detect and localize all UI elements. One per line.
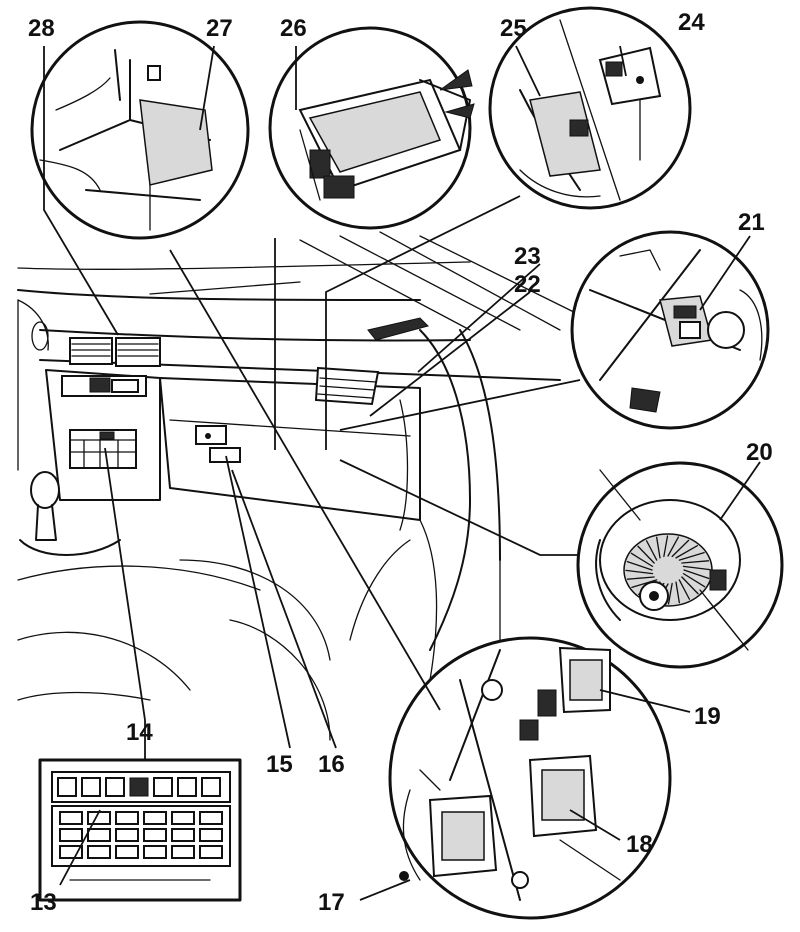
fan-blade <box>681 560 710 564</box>
callout-17: 17 <box>318 889 345 916</box>
callout-24: 24 <box>678 9 705 36</box>
fan-blade <box>683 569 710 580</box>
gear-shifter <box>19 471 121 556</box>
callout-28: 28 <box>28 15 55 42</box>
panel-switch <box>199 845 223 859</box>
callout-15: 15 <box>266 751 293 778</box>
callout-13: 13 <box>30 889 57 916</box>
fan-blade <box>675 545 698 559</box>
fan-blade <box>678 579 691 600</box>
panel-switch <box>199 828 223 842</box>
panel-switch <box>171 828 195 842</box>
fan-blade <box>675 581 680 604</box>
dashboard-scene <box>17 231 591 741</box>
callout-18: 18 <box>626 831 653 858</box>
panel-switch <box>59 828 83 842</box>
panel-switch <box>171 811 195 825</box>
callout-14: 14 <box>126 719 153 746</box>
panel-switch <box>87 845 111 859</box>
fan-blade <box>626 576 655 580</box>
panel-switch <box>59 811 83 825</box>
fan-blade <box>681 576 699 595</box>
panel-switch <box>143 845 167 859</box>
panel-switch <box>143 828 167 842</box>
panel-switch <box>115 828 139 842</box>
fan-blade <box>626 560 653 571</box>
blower-fan-blades <box>625 535 711 605</box>
panel-switch <box>59 845 83 859</box>
panel-button <box>81 777 101 797</box>
callout-21: 21 <box>738 209 765 236</box>
panel-switch <box>87 828 111 842</box>
panel-button <box>57 777 77 797</box>
leader-lines <box>43 45 761 901</box>
fan-blade <box>637 545 655 564</box>
callout-23: 23 <box>514 243 541 270</box>
callout-22: 22 <box>514 271 541 298</box>
glovebox-handle <box>195 425 241 463</box>
callout-20: 20 <box>746 439 773 466</box>
fan-blade <box>682 565 711 571</box>
fan-blade <box>667 582 673 605</box>
panel-switch <box>115 845 139 859</box>
fan-blade <box>656 536 661 559</box>
fan-blade <box>625 569 654 575</box>
callout-16: 16 <box>318 751 345 778</box>
fan-blade <box>678 552 705 561</box>
detail-circle-26 <box>268 26 475 230</box>
detail-circle-27-28 <box>30 20 250 240</box>
center-vent-left <box>69 337 113 365</box>
switch-grid <box>57 777 223 859</box>
callout-26: 26 <box>280 15 307 42</box>
fan-blade <box>663 535 669 558</box>
fan-blade <box>645 540 658 561</box>
fan-blade <box>667 536 680 557</box>
panel-switch <box>143 811 167 825</box>
center-vent-right <box>115 337 161 367</box>
panel-switch <box>115 811 139 825</box>
detail-circle-17-18-19 <box>388 636 672 920</box>
callout-labels: 28 27 26 25 24 21 23 22 20 19 18 17 16 1… <box>28 9 773 916</box>
fan-blade <box>671 539 690 558</box>
detail-circle-21 <box>570 230 770 430</box>
panel-switch <box>87 811 111 825</box>
panel-button <box>105 777 125 797</box>
panel-button <box>129 777 149 797</box>
detail-box-13-14 <box>38 758 242 902</box>
panel-switch <box>171 845 195 859</box>
callout-25: 25 <box>500 15 527 42</box>
detail-circle-20 <box>576 461 784 669</box>
panel-button <box>153 777 173 797</box>
fan-blade <box>630 552 654 568</box>
detail-circle-24-25 <box>488 6 692 210</box>
callout-27: 27 <box>206 15 233 42</box>
right-dash-vent <box>314 366 380 406</box>
panel-switch <box>199 811 223 825</box>
panel-button <box>201 777 221 797</box>
panel-button <box>177 777 197 797</box>
fan-blade <box>682 572 706 588</box>
callout-19: 19 <box>694 703 721 730</box>
